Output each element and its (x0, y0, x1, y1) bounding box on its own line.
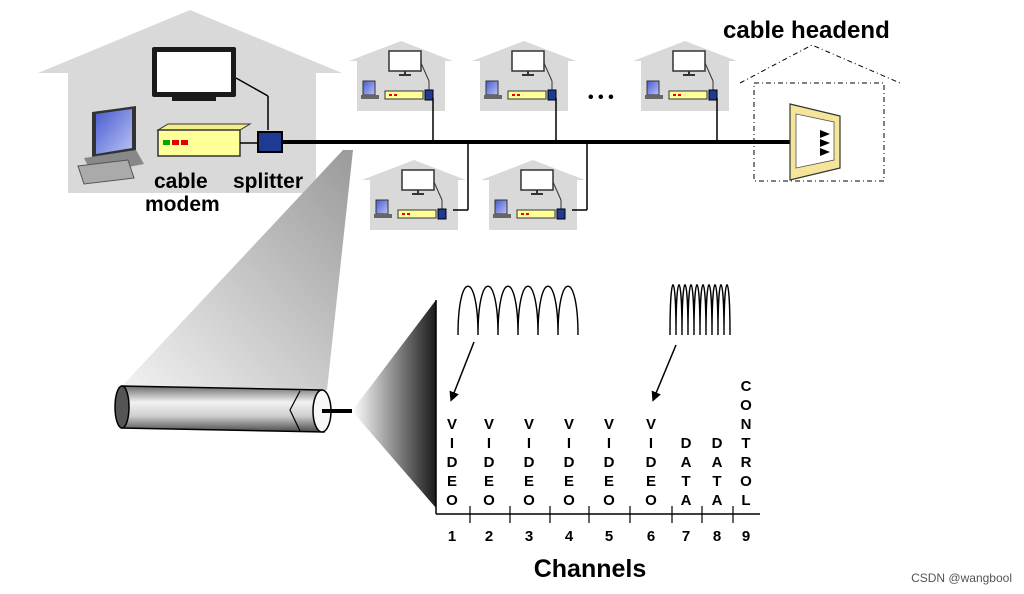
channel-ticks (469, 506, 734, 523)
coax-cable-icon (114, 385, 352, 433)
low-frequency-waveform (457, 285, 579, 336)
neighbor-house (480, 159, 586, 231)
channel-number: 4 (565, 528, 574, 545)
channel-number: 2 (485, 528, 493, 545)
headend-transmitter-icon (789, 103, 841, 181)
channel-number: 9 (742, 528, 750, 545)
high-frequency-waveform (669, 284, 731, 336)
watermark: CSDN @wangbool (911, 571, 1012, 585)
high-freq-arrow (651, 344, 677, 402)
channels-axis-title: Channels (534, 555, 647, 583)
channel-number: 3 (525, 528, 533, 545)
cable-modem-box (156, 123, 252, 157)
channel-number: 8 (713, 528, 721, 545)
headend-building (739, 44, 901, 182)
computer-icon (77, 106, 144, 185)
neighbor-house (632, 40, 738, 112)
spectrum-cone (352, 300, 436, 508)
splitter-label: splitter (233, 170, 303, 193)
drop-cables (432, 98, 718, 211)
neighbor-house (471, 40, 577, 112)
cable-modem-label-line1: cable (154, 170, 208, 193)
cable-modem-label-line2: modem (145, 193, 220, 216)
channel-number: 5 (605, 528, 613, 545)
channel-number: 6 (647, 528, 655, 545)
channel-number: 1 (448, 528, 456, 545)
more-houses-ellipsis: • • • (588, 89, 614, 106)
low-freq-arrow (449, 341, 475, 402)
tv-icon (152, 47, 269, 130)
channel-number: 7 (682, 528, 690, 545)
neighbor-house (361, 159, 467, 231)
headend-label: cable headend (723, 17, 890, 44)
zoom-beam (122, 150, 353, 390)
splitter-box (257, 131, 283, 153)
neighbor-house (348, 40, 454, 112)
